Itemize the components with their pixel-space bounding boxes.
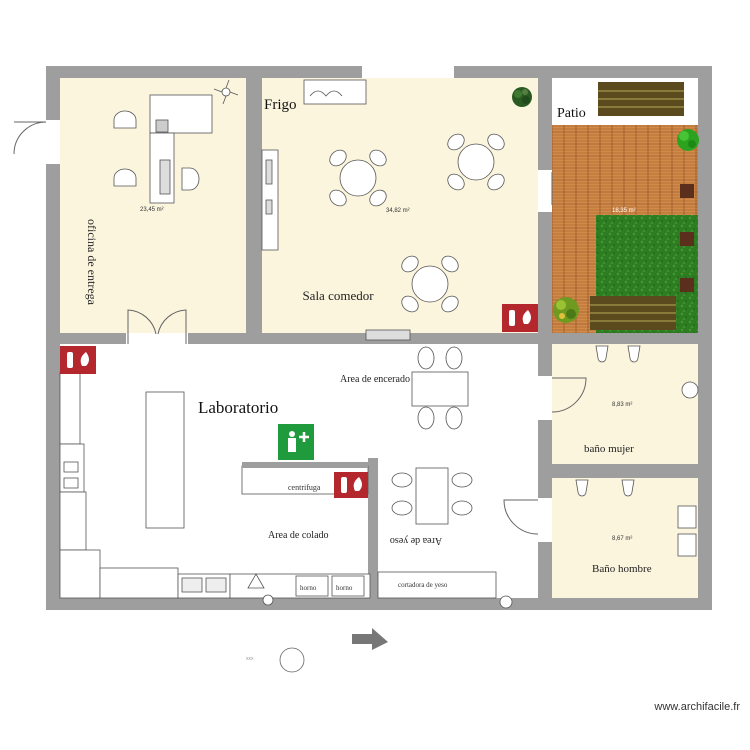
- horno-box: [331, 575, 365, 597]
- door-swing: [503, 499, 539, 535]
- toilet-icon: [621, 479, 635, 497]
- central-island: [145, 391, 185, 529]
- door-opening: [46, 120, 60, 164]
- plant-icon: [512, 87, 532, 107]
- room-area-patio: 18,35 m²: [612, 208, 636, 214]
- room-label-laboratorio: Laboratorio: [198, 398, 278, 417]
- fire-extinguisher-icon: [502, 304, 538, 332]
- equipment-label-horno: horno: [336, 584, 353, 592]
- room-area-sala: 34,82 m²: [386, 208, 410, 214]
- planter-icon: [680, 232, 694, 246]
- door-opening: [538, 170, 552, 212]
- door-opening: [538, 498, 552, 542]
- room-label-bano-mujer: baño mujer: [584, 443, 634, 455]
- svg-text:xxx: xxx: [246, 656, 254, 662]
- room-area-bano-mujer: 8,83 m²: [612, 402, 632, 408]
- toilet-icon: [627, 345, 641, 363]
- door-swing: [551, 377, 587, 413]
- planter-icon: [680, 184, 694, 198]
- side-counter: [59, 371, 81, 445]
- radiator: [365, 329, 411, 341]
- equipment-label-cortadora: cortadora de yeso: [398, 581, 448, 589]
- dining-table: [401, 255, 459, 313]
- sink-icon: [677, 533, 697, 557]
- area-label-colado: Area de colado: [268, 530, 329, 541]
- warning-triangle-icon: [247, 573, 265, 589]
- room-area-bano-hombre: 8,67 m²: [612, 536, 632, 542]
- area-label-encerado: Area de encerado: [340, 374, 410, 385]
- toilet-icon: [595, 345, 609, 363]
- bench-icon: [598, 82, 684, 116]
- toilet-icon: [575, 479, 589, 497]
- bench-icon: [590, 296, 676, 330]
- door-opening: [126, 333, 188, 344]
- laboratorio-furniture: [59, 346, 513, 609]
- sala-floor: [262, 78, 538, 333]
- sink-icon: [677, 505, 697, 529]
- kitchen-sink: [303, 79, 367, 105]
- plant-icon: [677, 129, 699, 151]
- door-swing: [127, 309, 157, 344]
- bano-hombre-floor: [552, 478, 698, 598]
- cortadora-bench: [377, 571, 497, 599]
- door-opening: [538, 376, 552, 420]
- planter-icon: [680, 278, 694, 292]
- encerado-table: [411, 371, 469, 407]
- dining-table: [447, 133, 505, 191]
- room-label-bano-hombre: Baño hombre: [592, 563, 652, 575]
- dining-table: [329, 149, 387, 207]
- ceiling-fan-icon: [213, 79, 239, 105]
- plant-icon: [553, 297, 579, 323]
- door-swing: [13, 121, 47, 155]
- window: [362, 66, 454, 78]
- area-label-yeso: Area de yeso: [390, 535, 442, 546]
- horno-box: [295, 575, 329, 597]
- equipment-label-centrifuga: centrifuga: [288, 483, 321, 492]
- watermark: www.archifacile.fr: [653, 701, 740, 713]
- room-label-frigo: Frigo: [264, 97, 297, 113]
- entrance-arrow-icon: [352, 628, 388, 650]
- emergency-shower-icon: [278, 424, 314, 460]
- fire-extinguisher-icon: [334, 472, 368, 498]
- door-swing: [157, 309, 187, 344]
- room-label-oficina: oficina de entrega: [85, 219, 99, 306]
- sala-furniture: [261, 79, 505, 341]
- yeso-table: [415, 467, 449, 525]
- oficina-furniture: [113, 79, 239, 204]
- bano-mujer-floor: [552, 344, 698, 464]
- fire-extinguisher-icon: [60, 346, 96, 374]
- sink-icon: [681, 381, 699, 399]
- room-label-sala: Sala comedor: [302, 288, 374, 303]
- room-label-patio: Patio: [557, 106, 586, 121]
- equipment-label-horno: horno: [300, 584, 317, 592]
- bathroom-fixtures: [575, 345, 699, 557]
- exterior-object: [279, 647, 305, 673]
- room-area-oficina: 23,45 m²: [140, 207, 164, 213]
